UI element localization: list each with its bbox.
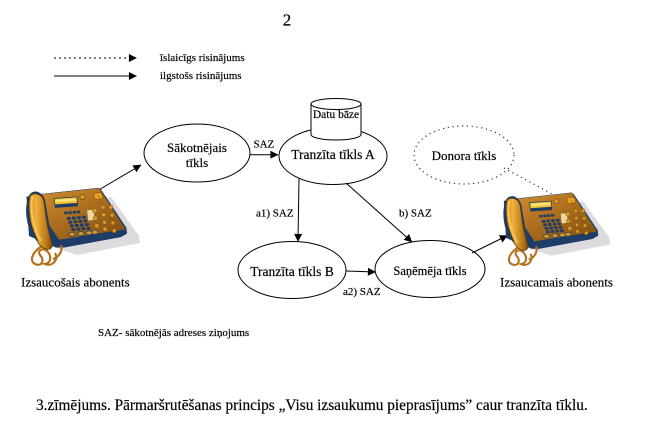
svg-text:Izsaucošais abonents: Izsaucošais abonents — [21, 275, 130, 290]
svg-text:Tranzīta tīkls A: Tranzīta tīkls A — [291, 147, 375, 162]
svg-text:ilgstošs risinājums: ilgstošs risinājums — [160, 70, 242, 82]
svg-text:3.zīmējums. Pārmaršrutēšanas p: 3.zīmējums. Pārmaršrutēšanas princips „V… — [36, 397, 588, 414]
svg-text:2: 2 — [283, 11, 292, 30]
svg-text:Saņēmēja tīkls: Saņēmēja tīkls — [393, 264, 466, 278]
svg-text:tīkls: tīkls — [186, 155, 208, 170]
svg-text:Sākotnējais: Sākotnējais — [167, 140, 227, 155]
svg-text:a1) SAZ: a1) SAZ — [256, 208, 294, 220]
svg-text:a2) SAZ: a2) SAZ — [343, 286, 381, 298]
svg-text:SAZ- sākotnējās adreses ziņoju: SAZ- sākotnējās adreses ziņojums — [98, 327, 249, 339]
svg-text:Datu bāze: Datu bāze — [313, 109, 359, 121]
svg-text:Tranzīta tīkls B: Tranzīta tīkls B — [250, 264, 334, 279]
svg-text:SAZ: SAZ — [254, 139, 275, 151]
svg-text:Donora tīkls: Donora tīkls — [432, 148, 497, 163]
svg-text:Izsaucamais abonents: Izsaucamais abonents — [500, 275, 613, 290]
svg-text:īslaicīgs risinājums: īslaicīgs risinājums — [159, 52, 245, 64]
svg-text:b) SAZ: b) SAZ — [399, 208, 432, 220]
